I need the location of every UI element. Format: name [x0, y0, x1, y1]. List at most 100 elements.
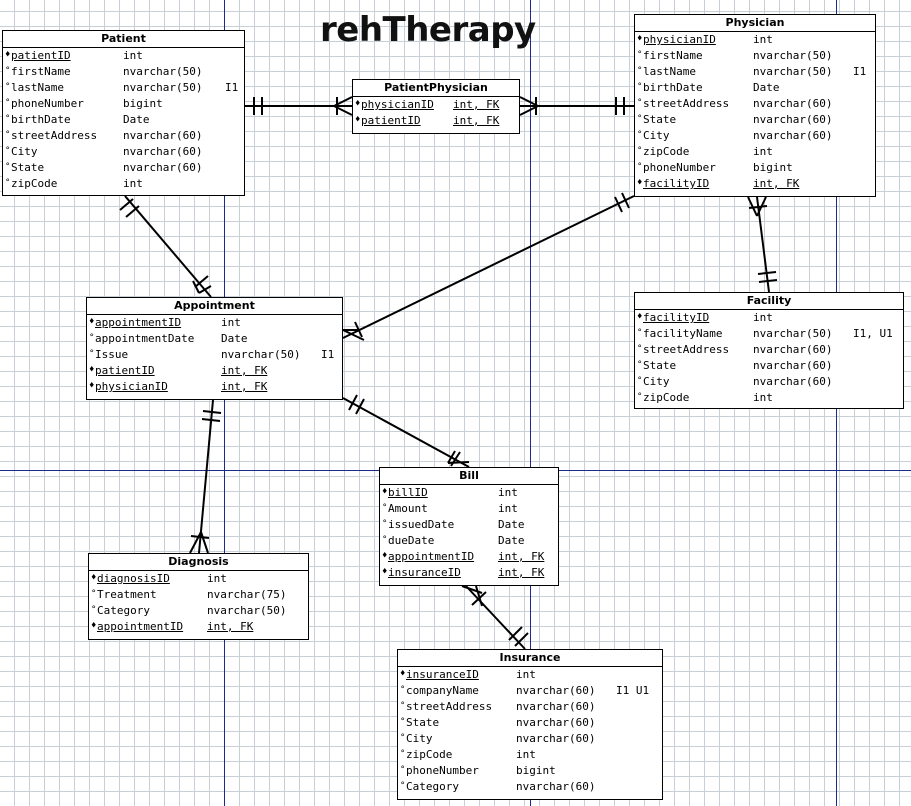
attribute-name: appointmentID	[388, 550, 475, 563]
attribute-type: Date	[753, 81, 780, 94]
attribute-name: companyName	[406, 684, 479, 697]
attribute-name: dueDate	[388, 534, 435, 547]
relationship-patient-appointment	[124, 195, 212, 298]
attribute-index-flags: I1	[853, 65, 867, 78]
key-marker-icon: ♦	[637, 34, 643, 44]
attribute-type: nvarchar(50)	[753, 49, 833, 62]
optional-marker-icon: °	[5, 98, 11, 108]
cardinality-one-mark	[355, 398, 365, 415]
cardinality-one-mark	[514, 632, 529, 647]
optional-marker-icon: °	[637, 66, 643, 76]
cardinality-one-mark	[450, 451, 461, 467]
attribute-type: int	[753, 391, 773, 404]
crowfoot-mark	[200, 531, 209, 554]
optional-marker-icon: °	[400, 701, 406, 711]
attribute-name: Amount	[388, 502, 428, 515]
attribute-name: streetAddress	[643, 343, 730, 356]
attribute-name: phoneNumber	[643, 161, 716, 174]
cardinality-one-mark	[758, 279, 778, 283]
attribute-type: bigint	[516, 764, 556, 777]
optional-marker-icon: °	[637, 146, 643, 156]
attribute-type: Date	[221, 332, 248, 345]
cardinality-one-mark	[354, 321, 363, 338]
optional-marker-icon: °	[5, 130, 11, 140]
attribute-name: physicianID	[361, 98, 434, 111]
optional-marker-icon: °	[637, 50, 643, 60]
entity-title: Patient	[3, 31, 244, 48]
attribute-type: Date	[498, 534, 525, 547]
attribute-name: Treatment	[97, 588, 157, 601]
attribute-type: int	[498, 502, 518, 515]
attribute-name: streetAddress	[643, 97, 730, 110]
key-marker-icon: ♦	[382, 567, 388, 577]
cardinality-one-mark	[125, 205, 140, 218]
entity-title: Bill	[380, 468, 558, 485]
optional-marker-icon: °	[91, 605, 97, 615]
cardinality-one-mark	[508, 626, 523, 641]
key-marker-icon: ♦	[89, 381, 95, 391]
crowfoot-mark	[475, 585, 483, 607]
attribute-name: issuedDate	[388, 518, 455, 531]
optional-marker-icon: °	[5, 146, 11, 156]
